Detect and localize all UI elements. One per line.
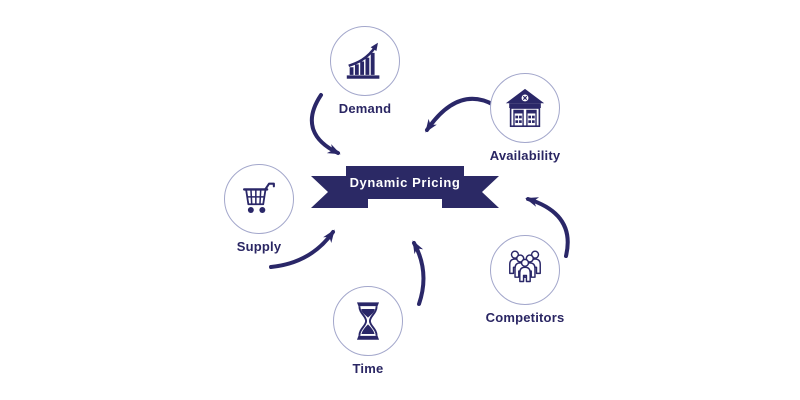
arrow-demand-to-center <box>310 93 341 155</box>
hourglass-icon <box>356 302 380 340</box>
node-competitors: Competitors <box>486 235 564 325</box>
node-availability: Availability <box>490 73 560 163</box>
node-label: Competitors <box>485 310 565 325</box>
supply-circle <box>224 164 294 234</box>
arrow-competitors-to-center <box>525 197 570 258</box>
growth-chart-icon <box>346 42 380 79</box>
node-time: Time <box>333 286 403 376</box>
competitors-circle <box>490 235 560 305</box>
node-label: Demand <box>338 101 392 116</box>
arrow-supply-to-center <box>269 229 335 269</box>
time-circle <box>333 286 403 356</box>
center-banner: Dynamic Pricing <box>303 158 507 214</box>
availability-circle <box>490 73 560 143</box>
node-demand: Demand <box>330 26 400 116</box>
demand-circle <box>330 26 400 96</box>
node-label: Time <box>352 361 384 376</box>
arrow-availability-to-center <box>425 96 496 133</box>
node-label: Supply <box>236 239 282 254</box>
node-supply: Supply <box>224 164 294 254</box>
people-group-icon <box>509 250 541 283</box>
warehouse-icon <box>505 88 545 128</box>
node-label: Availability <box>489 148 561 163</box>
ribbon-icon <box>311 166 499 208</box>
arrow-time-to-center <box>412 240 426 306</box>
banner-title: Dynamic Pricing <box>349 175 461 190</box>
shopping-cart-icon <box>242 182 275 213</box>
